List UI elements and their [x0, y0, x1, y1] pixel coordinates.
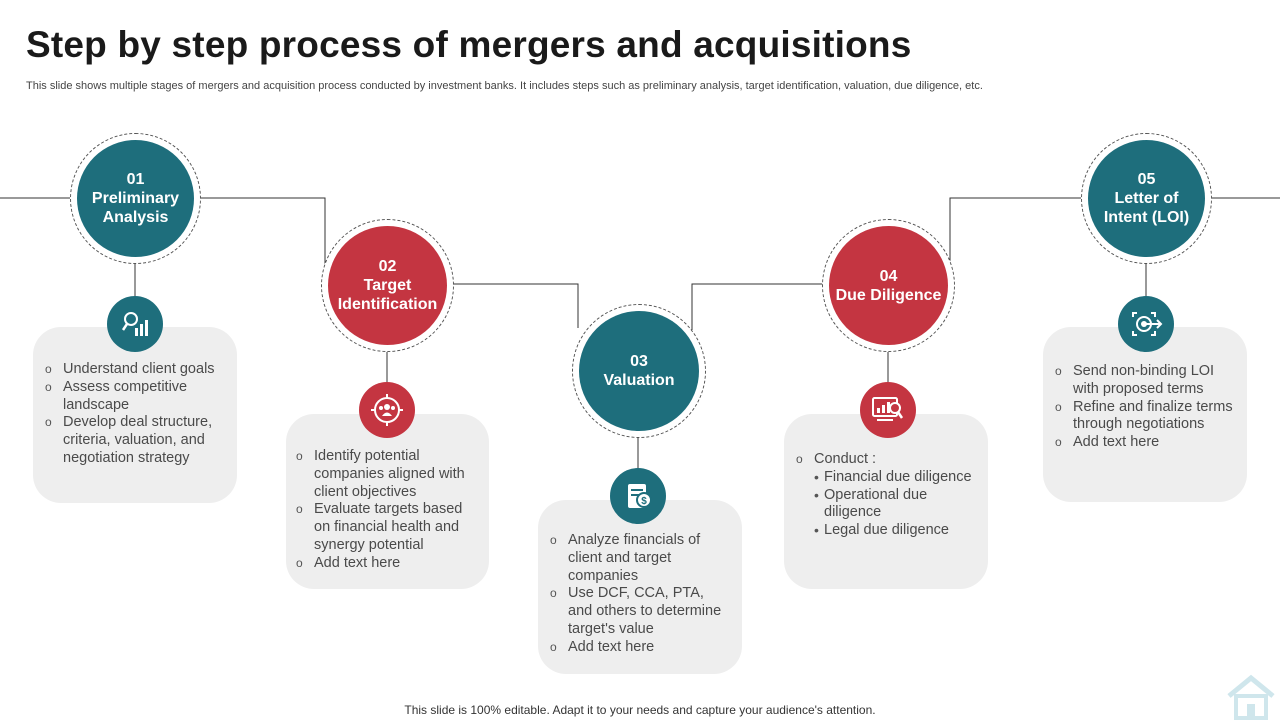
step-2-card: Identify potential companies aligned wit…: [286, 414, 489, 589]
valuation-dollar-icon: $: [610, 468, 666, 524]
step-2-bullet: Identify potential companies aligned wit…: [294, 448, 477, 501]
footer-note: This slide is 100% editable. Adapt it to…: [404, 703, 876, 717]
analysis-chart-icon: [107, 296, 163, 352]
step-2-bullet: Add text here: [294, 555, 477, 573]
step-3-bullet: Analyze financials of client and target …: [548, 532, 728, 585]
target-arrow-icon: [1118, 296, 1174, 352]
home-icon[interactable]: [1226, 674, 1276, 725]
page-title: Step by step process of mergers and acqu…: [26, 24, 912, 65]
target-people-icon: [359, 382, 415, 438]
step-1-number: 01: [126, 171, 145, 188]
step-1-bullet: Assess competitive landscape: [43, 379, 225, 415]
step-4-title: Due Diligence: [835, 286, 942, 304]
svg-text:$: $: [641, 496, 647, 507]
step-4-sub-bullet: Operational due diligence: [814, 487, 978, 523]
step-2-bullet: Evaluate targets based on financial heal…: [294, 501, 477, 554]
step-1-bullet: Understand client goals: [43, 361, 225, 379]
step-1-title: Preliminary Analysis: [91, 190, 180, 226]
step-2-title: Target Identification: [337, 277, 438, 313]
diligence-search-icon: [860, 382, 916, 438]
step-3-circle: 03 Valuation: [579, 311, 699, 431]
step-5-bullet: Add text here: [1053, 434, 1237, 452]
step-4-circle: 04 Due Diligence: [829, 226, 948, 345]
step-3-card: Analyze financials of client and target …: [538, 500, 742, 674]
step-3-title: Valuation: [603, 372, 675, 389]
step-3-number: 03: [630, 353, 648, 370]
step-5-card: Send non-binding LOI with proposed terms…: [1043, 327, 1247, 502]
step-4-card: Conduct : Financial due diligence Operat…: [784, 414, 988, 589]
step-5-circle: 05 Letter of Intent (LOI): [1088, 140, 1205, 257]
step-5-bullet: Send non-binding LOI with proposed terms: [1053, 363, 1237, 399]
step-4-sub-bullet: Legal due diligence: [814, 522, 978, 540]
step-4-sub-bullet: Financial due diligence: [814, 469, 978, 487]
step-5-bullet: Refine and finalize terms through negoti…: [1053, 399, 1237, 435]
step-3-bullet: Use DCF, CCA, PTA, and others to determi…: [548, 585, 728, 638]
step-1-card: Understand client goals Assess competiti…: [33, 327, 237, 503]
step-5-title: Letter of Intent (LOI): [1103, 190, 1190, 226]
step-2-circle: 02 Target Identification: [328, 226, 447, 345]
page-subtitle: This slide shows multiple stages of merg…: [26, 80, 983, 92]
step-1-bullet: Develop deal structure, criteria, valuat…: [43, 414, 225, 467]
step-5-number: 05: [1137, 171, 1156, 188]
step-4-number: 04: [879, 267, 898, 285]
step-1-circle: 01 Preliminary Analysis: [77, 140, 194, 257]
step-3-bullet: Add text here: [548, 639, 728, 657]
step-4-bullet: Conduct :: [794, 451, 978, 469]
step-2-number: 02: [378, 258, 397, 275]
